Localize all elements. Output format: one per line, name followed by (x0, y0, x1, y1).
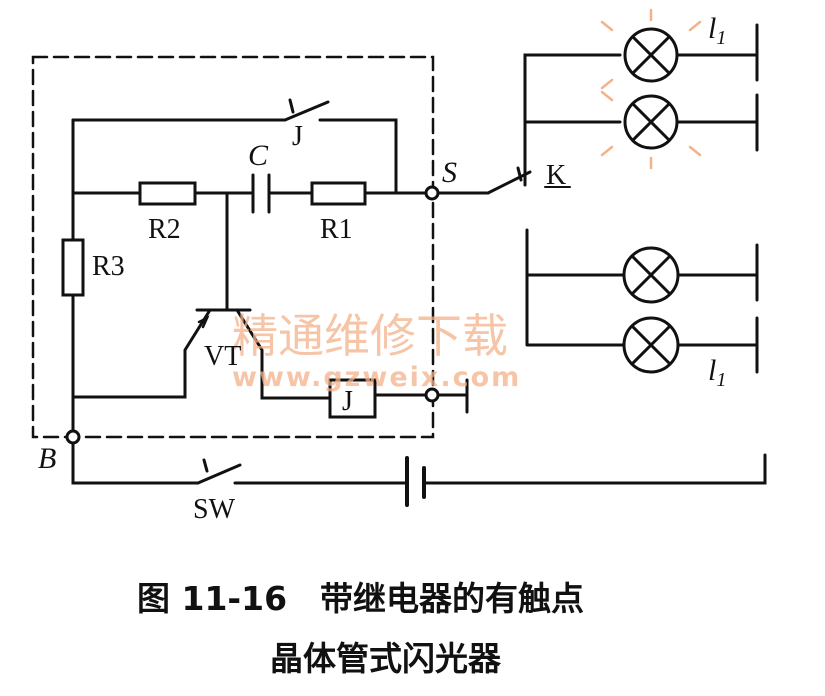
label-b: B (38, 442, 56, 475)
label-k: K (546, 160, 566, 191)
terminal-b (65, 429, 81, 445)
capacitor-c (251, 173, 271, 214)
lamp-bottom-1-filament (630, 254, 672, 296)
label-r2: R2 (148, 214, 181, 245)
lamp-top-wires (675, 23, 759, 152)
figure-caption-line1: 图 11-16 带继电器的有触点 (137, 579, 584, 618)
label-j-top: J (292, 121, 303, 152)
relay-contact-j-wire (71, 118, 398, 195)
flasher-module-boundary (31, 55, 435, 439)
battery (405, 456, 426, 507)
switch-k-wire (436, 53, 622, 195)
label-j-coil: J (342, 386, 353, 417)
label-s: S (442, 156, 457, 189)
battery-line (71, 441, 767, 485)
switch-k (486, 166, 532, 195)
switch-sw (196, 458, 242, 485)
lamp-bottom-1 (622, 246, 680, 304)
label-l1-bottom: l1 (708, 354, 726, 391)
transistor-vt (71, 308, 332, 400)
resistor-r2 (138, 181, 197, 206)
ground-wire (436, 378, 469, 414)
lamp-glow-rays (600, 8, 702, 170)
label-l1-top: l1 (708, 12, 726, 49)
lamp-top-1-filament (631, 35, 671, 75)
label-c: C (248, 139, 269, 172)
label-sw: SW (193, 494, 236, 525)
watermark-url: www.gzweix.com (232, 362, 521, 393)
watermark-title: 精通维修下载 (232, 309, 508, 363)
lamp-bottom-2 (622, 316, 680, 374)
resistor-r1 (310, 181, 367, 206)
label-vt: VT (204, 341, 241, 372)
lamp-top-2-filament (631, 102, 671, 142)
relay-coil-j (328, 378, 377, 419)
label-r1: R1 (320, 214, 353, 245)
lamp-bottom-2-filament (630, 324, 672, 366)
terminal-s (424, 185, 440, 201)
label-r3: R3 (92, 251, 125, 282)
figure-caption-line2: 晶体管式闪光器 (270, 639, 502, 678)
lamp-bottom-wires (525, 228, 759, 374)
resistor-r3 (61, 238, 85, 297)
transistor-emitter-arrow (197, 315, 210, 329)
relay-contact-j-switch (283, 98, 330, 122)
